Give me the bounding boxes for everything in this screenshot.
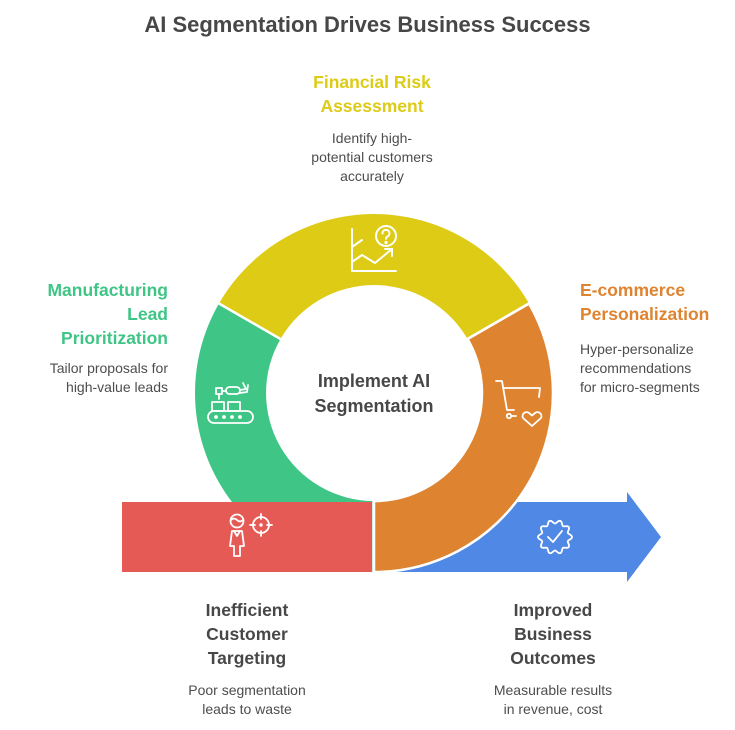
financial-desc-line: Identify high- — [331, 130, 413, 146]
ecommerce-desc-line: recommendations — [580, 360, 692, 376]
financial-title-line: Financial Risk — [313, 72, 431, 92]
inefficient-title-line: Targeting — [207, 648, 287, 668]
inefficient-title-line: Customer — [206, 624, 288, 644]
ecommerce-description: Hyper-personalize recommendations for mi… — [580, 340, 735, 397]
manufacturing-title: Manufacturing Lead Prioritization — [10, 278, 168, 350]
financial-desc-line: potential customers — [311, 149, 433, 165]
manufacturing-desc-line: Tailor proposals for — [49, 360, 168, 376]
inefficient-title: Inefficient Customer Targeting — [147, 598, 347, 670]
verified-badge-icon — [537, 519, 573, 555]
person-target-icon — [229, 513, 273, 557]
cart-heart-icon — [495, 380, 543, 427]
ecommerce-desc-line: Hyper-personalize — [580, 341, 694, 357]
inefficient-description: Poor segmentation leads to waste — [147, 681, 347, 719]
center-line-1: Implement AI — [317, 371, 431, 391]
manufacturing-title-line: Manufacturing — [47, 280, 168, 300]
financial-title-line: Assessment — [320, 96, 424, 116]
chart-question-icon — [351, 225, 397, 272]
ecommerce-title-line: E-commerce — [580, 280, 686, 300]
inefficient-desc-line: leads to waste — [202, 701, 292, 717]
inefficient-title-line: Inefficient — [205, 600, 289, 620]
improved-desc-line: in revenue, cost — [503, 701, 603, 717]
improved-desc-line: Measurable results — [493, 682, 613, 698]
ecommerce-title: E-commerce Personalization — [580, 278, 735, 326]
separator — [218, 302, 282, 341]
manufacturing-title-line: Lead — [127, 304, 168, 324]
center-label: Implement AI Segmentation — [284, 369, 464, 419]
improved-title-line: Business — [514, 624, 592, 644]
bar-inefficient — [122, 502, 372, 572]
ecommerce-desc-line: for micro-segments — [580, 379, 700, 395]
separator — [466, 302, 530, 341]
improved-title-line: Improved — [513, 600, 593, 620]
manufacturing-description: Tailor proposals for high-value leads — [10, 359, 168, 397]
improved-title-line: Outcomes — [510, 648, 596, 668]
segment-ecommerce — [372, 301, 555, 574]
financial-title: Financial Risk Assessment — [272, 70, 472, 118]
financial-desc-line: accurately — [340, 168, 404, 184]
ecommerce-title-line: Personalization — [580, 304, 710, 324]
manufacturing-desc-line: high-value leads — [66, 379, 168, 395]
improved-title: Improved Business Outcomes — [453, 598, 653, 670]
manufacturing-title-line: Prioritization — [61, 328, 168, 348]
conveyor-robot-icon — [207, 382, 254, 424]
diagram-title: AI Segmentation Drives Business Success — [144, 12, 591, 37]
center-line-2: Segmentation — [314, 396, 434, 416]
financial-description: Identify high- potential customers accur… — [272, 129, 472, 186]
improved-description: Measurable results in revenue, cost — [453, 681, 653, 719]
segment-financial — [219, 214, 529, 339]
inefficient-desc-line: Poor segmentation — [188, 682, 306, 698]
